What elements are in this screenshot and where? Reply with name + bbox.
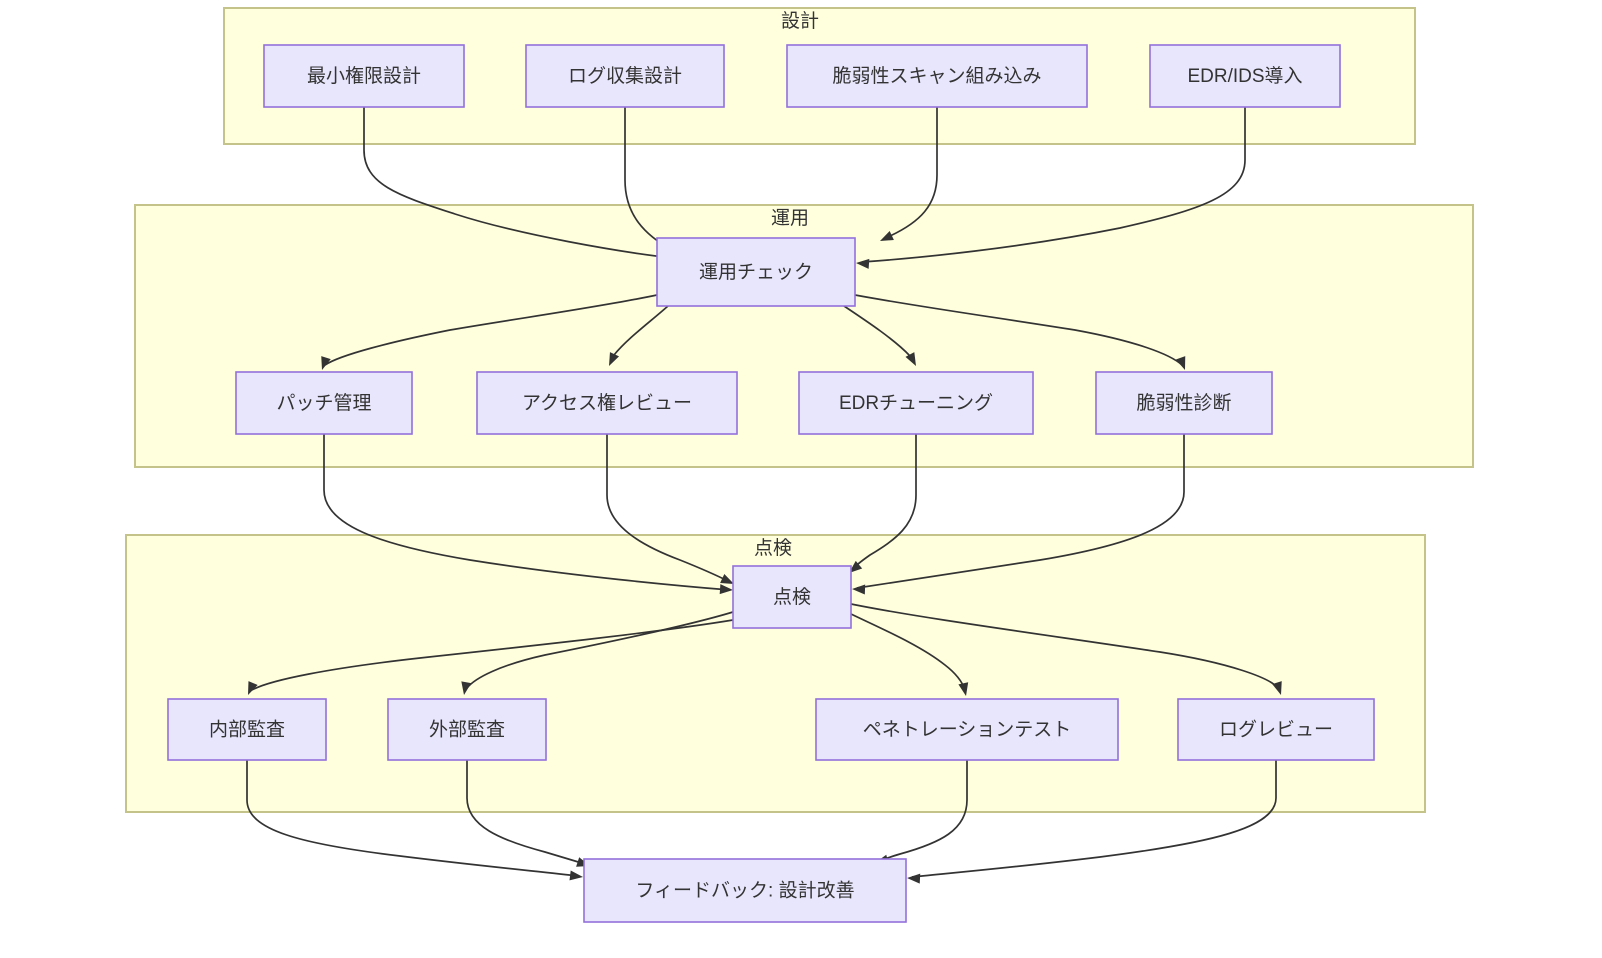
edge-path [843, 305, 911, 357]
node-n-tenken[interactable]: 点検 [732, 565, 852, 629]
edge-n-tenken-to-n-gaibu-kansa [461, 611, 734, 695]
edge-path [323, 434, 731, 591]
edge-path [324, 294, 658, 366]
node-label: 内部監査 [209, 719, 285, 741]
edge-arrowhead-icon [905, 352, 916, 366]
edge-n-tenken-to-n-log-review [850, 603, 1282, 695]
edge-arrowhead-icon [880, 230, 894, 241]
node-box[interactable] [1095, 371, 1273, 435]
edge-arrowhead-icon [461, 681, 472, 695]
edge-path [466, 760, 586, 865]
node-box[interactable] [786, 44, 1088, 108]
nodes-layer: 最小権限設計 ログ収集設計 脆弱性スキャン組み込み EDR/IDS導入運用チェックパッ… [167, 44, 1375, 923]
node-box[interactable] [525, 44, 725, 108]
edge-arrowhead-icon [248, 681, 258, 695]
node-label: 脆弱性診断 [1136, 392, 1231, 414]
node-label: アクセス権レビュー [522, 392, 692, 414]
edge-arrowhead-icon [907, 873, 921, 884]
node-box[interactable] [263, 44, 465, 108]
cluster-title: 設計 [781, 10, 819, 32]
node-n-gaibu-kansa[interactable]: 外部監査 [387, 698, 547, 761]
node-label: ペネトレーションテスト [863, 720, 1072, 741]
edge-arrowhead-icon [569, 870, 583, 881]
node-n-feedback[interactable]: フィードバック: 設計改善 [583, 858, 907, 923]
node-box[interactable] [235, 371, 413, 435]
edge-n-access-review-to-n-tenken [606, 434, 734, 584]
node-label: パッチ管理 [276, 392, 371, 414]
node-n-edr-tuning[interactable]: EDRチューニング [798, 371, 1034, 435]
edge-path [850, 603, 1279, 689]
edge-path [889, 107, 938, 237]
edge-n-tenken-to-n-pen-test [850, 613, 969, 696]
edge-n-unyou-check-to-n-edr-tuning [843, 305, 916, 366]
node-label: 外部監査 [429, 719, 505, 741]
edge-path [363, 107, 673, 259]
node-n-pen-test[interactable]: ペネトレーションテスト [815, 698, 1119, 761]
edge-n-patch-to-n-tenken [323, 434, 733, 595]
edge-n-unyou-check-to-n-patch [321, 294, 658, 370]
edge-arrowhead-icon [1175, 356, 1186, 370]
node-label: 脆弱性スキャン組み込み [832, 65, 1041, 87]
node-n-unyou-check[interactable]: 運用チェック [656, 237, 856, 307]
cluster-title: 点検 [754, 537, 792, 559]
edge-n-zeijaku-shindan-to-n-tenken [852, 434, 1185, 595]
edge-path [850, 613, 966, 691]
node-box[interactable] [583, 858, 907, 923]
edges-layer [246, 107, 1282, 884]
node-label: EDRチューニング [839, 392, 993, 414]
edge-path [606, 434, 731, 583]
node-n-log-review[interactable]: ログレビュー [1177, 698, 1375, 761]
node-label: フィードバック: 設計改善 [635, 880, 854, 902]
edge-arrowhead-icon [856, 258, 870, 269]
edge-n-log-review-to-n-feedback [907, 760, 1277, 884]
node-label: EDR/IDS導入 [1187, 65, 1302, 87]
edge-arrowhead-icon [720, 573, 734, 584]
node-box[interactable] [1149, 44, 1341, 108]
edge-arrowhead-icon [852, 584, 866, 595]
edge-path [911, 760, 1277, 878]
edge-arrowhead-icon [1272, 681, 1282, 695]
node-label: 運用チェック [699, 261, 813, 283]
node-n-log-shushu[interactable]: ログ収集設計 [525, 44, 725, 108]
cluster-title: 運用 [771, 208, 809, 229]
node-n-patch[interactable]: パッチ管理 [235, 371, 413, 435]
edge-path [466, 611, 734, 689]
edge-arrowhead-icon [719, 584, 733, 595]
node-box[interactable] [1177, 698, 1375, 761]
edge-arrowhead-icon [321, 356, 331, 370]
node-n-access-review[interactable]: アクセス権レビュー [476, 371, 738, 435]
node-label: 点検 [773, 586, 811, 608]
node-box[interactable] [656, 237, 856, 307]
node-box[interactable] [167, 698, 327, 761]
node-n-naibu-kansa[interactable]: 内部監査 [167, 698, 327, 761]
node-box[interactable] [815, 698, 1119, 761]
edge-n-naibu-kansa-to-n-feedback [246, 760, 583, 881]
edge-n-unyou-check-to-n-access-review [609, 305, 669, 366]
edge-path [246, 760, 579, 877]
edge-path [856, 434, 1185, 589]
node-box[interactable] [387, 698, 547, 761]
node-n-zeijaku-shindan[interactable]: 脆弱性診断 [1095, 371, 1273, 435]
node-box[interactable] [798, 371, 1034, 435]
edge-n-zeijaku-scan-to-n-unyou-check [880, 107, 938, 241]
node-n-saisho-kengen[interactable]: 最小権限設計 [263, 44, 465, 108]
node-label: ログレビュー [1219, 719, 1333, 741]
edge-path [854, 294, 1183, 366]
node-n-edr-ids[interactable]: EDR/IDS導入 [1149, 44, 1341, 108]
node-label: 最小権限設計 [307, 65, 421, 87]
node-n-zeijaku-scan[interactable]: 脆弱性スキャン組み込み [786, 44, 1088, 108]
edge-n-unyou-check-to-n-zeijaku-shindan [854, 294, 1186, 370]
edge-n-edr-ids-to-n-unyou-check [856, 107, 1246, 269]
edge-arrowhead-icon [958, 682, 969, 696]
edge-arrowhead-icon [609, 352, 620, 366]
node-box[interactable] [476, 371, 738, 435]
node-box[interactable] [732, 565, 852, 629]
edge-arrowhead-icon [849, 560, 863, 573]
edge-n-edr-tuning-to-n-tenken [849, 434, 917, 573]
node-label: ログ収集設計 [568, 65, 682, 87]
edge-path [613, 305, 669, 356]
edge-path [861, 107, 1246, 263]
